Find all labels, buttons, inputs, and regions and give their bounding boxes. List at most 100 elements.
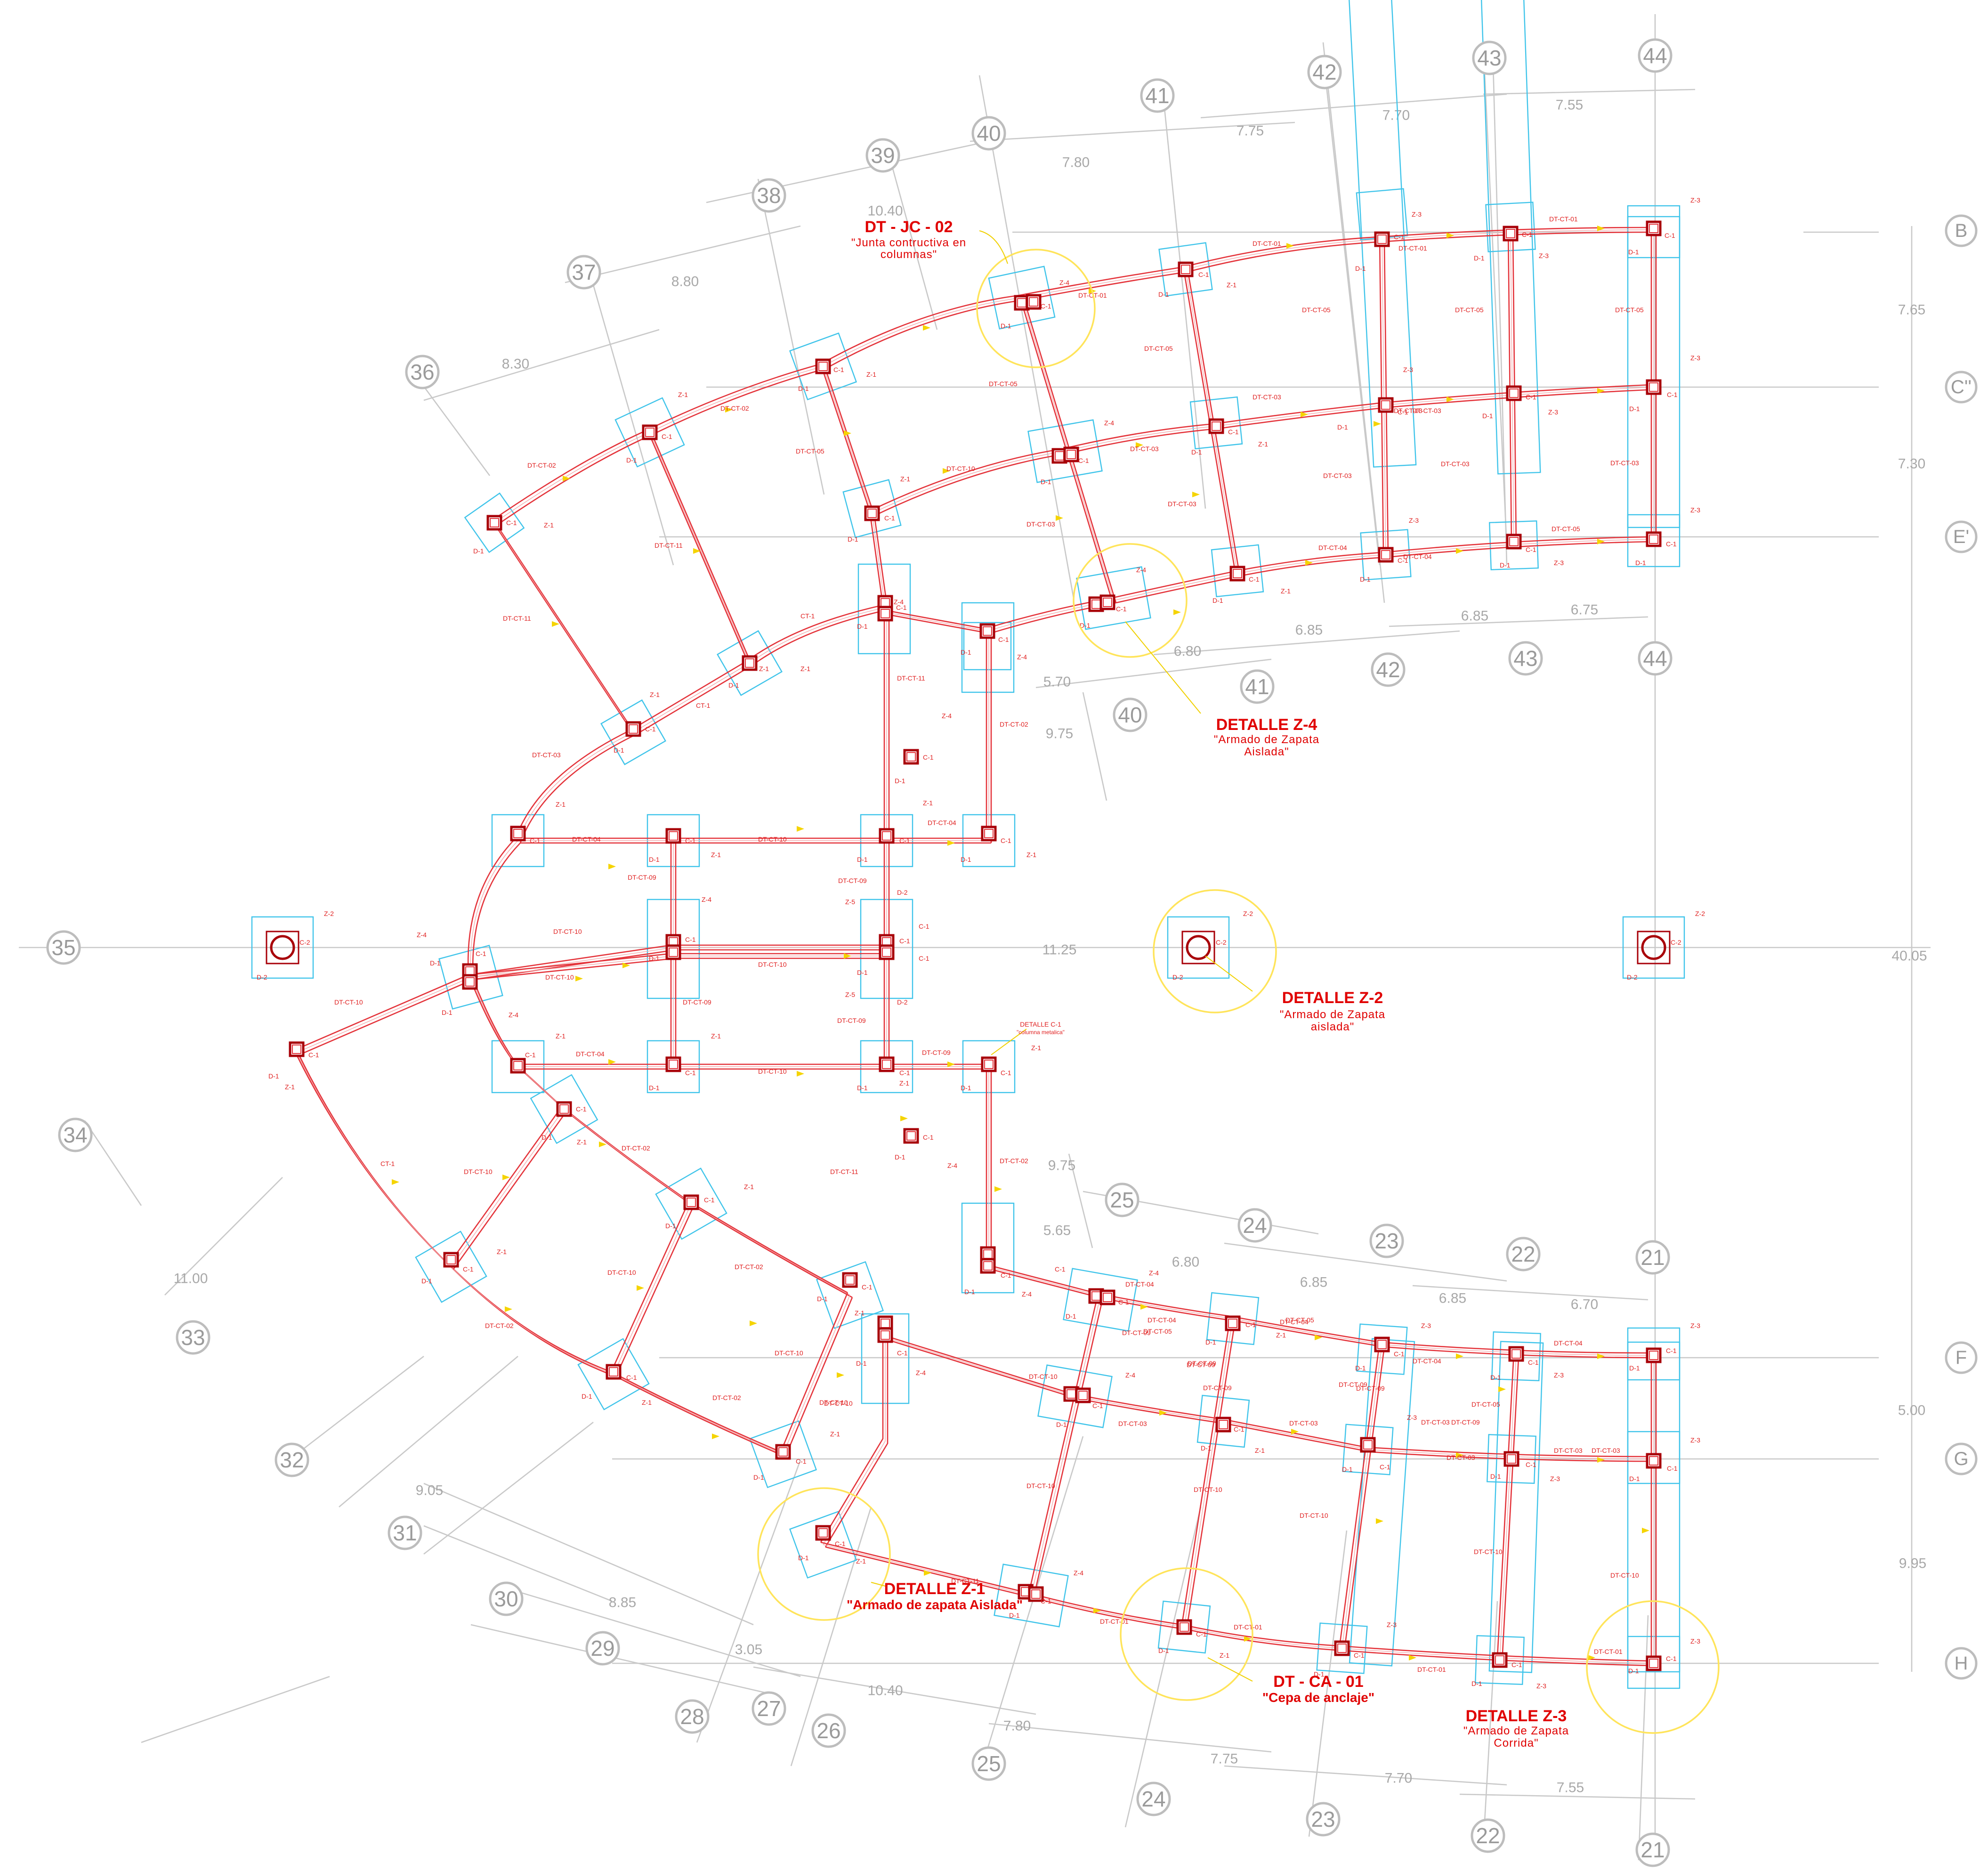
element-tag: Z-1 xyxy=(855,1309,865,1317)
column-core xyxy=(490,518,499,527)
detail-callout-circle xyxy=(1586,1600,1720,1734)
element-tag: C-1 xyxy=(308,1051,319,1059)
section-arrow xyxy=(1374,421,1381,427)
grid-line xyxy=(1200,93,1507,119)
detail-callout-circle xyxy=(757,1487,891,1621)
footing-outline xyxy=(749,1420,817,1489)
column-core xyxy=(1181,265,1190,274)
element-tag: D-1 xyxy=(895,1153,905,1161)
element-tag: D-1 xyxy=(857,1084,868,1092)
detail-z3-line2: Corrida" xyxy=(1494,1737,1538,1750)
grid-line xyxy=(1492,47,1508,566)
grid-line xyxy=(1482,42,1508,547)
element-tag: C-1 xyxy=(1667,1465,1678,1472)
beam-tag: DT-CT-05 xyxy=(1144,345,1173,352)
column-core xyxy=(1649,224,1658,233)
element-tag: Z-1 xyxy=(830,1430,840,1438)
beam-tag: DT-CT-04 xyxy=(572,835,601,843)
footing-outline xyxy=(1622,916,1685,979)
element-tag: C-1 xyxy=(525,1051,536,1059)
grid-bubble-label: E' xyxy=(1953,526,1969,547)
beam-tag: DT-CT-02 xyxy=(720,405,749,412)
beam-tag: DT-CT-03 xyxy=(1394,407,1422,414)
grid-line xyxy=(1224,1765,1507,1786)
tie-beam-edge xyxy=(874,389,1657,517)
element-tag: Z-3 xyxy=(1407,1414,1417,1421)
grid-bubble-ring xyxy=(1945,520,1978,553)
tie-beam-edge xyxy=(453,1111,567,1270)
grid-bubble-label: 41 xyxy=(1245,674,1269,699)
dimension-label: 5.70 xyxy=(1043,674,1071,690)
element-tag: C-1 xyxy=(1511,1661,1522,1669)
element-tag: Z-4 xyxy=(1149,1269,1159,1277)
footing-outline xyxy=(963,622,1012,671)
section-arrow xyxy=(1597,226,1605,231)
element-tag: D-1 xyxy=(1471,1680,1482,1687)
element-tag: Z-1 xyxy=(497,1248,507,1255)
column-core xyxy=(881,1330,890,1340)
element-tag: C-1 xyxy=(1001,1069,1011,1077)
grid-line xyxy=(339,1356,518,1507)
grid-line xyxy=(164,1177,283,1296)
grid-line xyxy=(978,75,1075,599)
detail-callout-circle xyxy=(1120,1567,1253,1701)
element-tag: Z-3 xyxy=(1690,196,1700,204)
element-tag: Z-3 xyxy=(1690,354,1700,362)
beam-tag: DT-CT-05 xyxy=(1471,1401,1500,1408)
element-tag: D-1 xyxy=(1342,1466,1353,1473)
element-tag: C-1 xyxy=(1249,575,1260,583)
element-tag: D-1 xyxy=(857,969,868,976)
element-tag: D-1 xyxy=(1337,423,1348,431)
beam-tag: DT-CT-11 xyxy=(830,1168,858,1175)
grid-bubble-label: F xyxy=(1956,1347,1967,1368)
element-tag: C-1 xyxy=(1666,1655,1677,1662)
element-tag: Z-4 xyxy=(702,896,711,903)
column-core xyxy=(1377,235,1387,244)
section-arrow xyxy=(1315,1335,1322,1340)
detail-c1-title: DETALLE C-1 xyxy=(1020,1021,1061,1028)
element-tag: Z-1 xyxy=(678,391,688,398)
element-tag: Z-3 xyxy=(1548,408,1558,416)
beam-tag: DT-CT-09 xyxy=(628,874,656,881)
detail-callout-circle xyxy=(1073,543,1188,658)
grid-bubble-ring xyxy=(1638,641,1673,676)
tie-beam-edge xyxy=(1507,227,1512,543)
footing-outline xyxy=(1063,1268,1138,1332)
footing-outline xyxy=(577,1338,650,1410)
column-core xyxy=(1219,1420,1228,1429)
element-tag: D-1 xyxy=(1212,597,1223,604)
section-arrow xyxy=(1056,515,1063,521)
column-core xyxy=(983,1261,993,1271)
grid-line xyxy=(753,1666,1036,1715)
beam-tag: DT-CT-02 xyxy=(527,462,556,469)
grid-bubble-label: 42 xyxy=(1312,60,1336,84)
element-tag: D-1 xyxy=(268,1072,279,1080)
tie-beam-core xyxy=(649,432,750,664)
column-core xyxy=(513,829,523,838)
section-arrow xyxy=(1597,1353,1605,1359)
element-tag: C-1 xyxy=(1118,1298,1129,1306)
element-tag: D-1 xyxy=(1158,1647,1169,1654)
tie-beam-edge xyxy=(610,1201,690,1372)
dimension-label: 40.05 xyxy=(1891,948,1927,964)
column-core xyxy=(292,1045,301,1054)
column-core xyxy=(1509,389,1519,398)
detail-z2: DETALLE Z-2 "Armado de Zapata aislada" xyxy=(1280,989,1385,1033)
footings xyxy=(251,0,1685,1689)
column-core xyxy=(609,1367,618,1377)
element-tag: C-1 xyxy=(919,923,929,930)
section-arrow xyxy=(797,1071,804,1077)
beam-tag: DT-CT-02 xyxy=(622,1144,650,1152)
beam-tag: DT-CT-04 xyxy=(1148,1316,1176,1324)
element-tag: D-1 xyxy=(1360,575,1371,583)
element-tag: Z-1 xyxy=(650,691,660,698)
beam-tag: DT-CT-04 xyxy=(1413,1357,1441,1365)
tie-beam-edge xyxy=(472,979,853,1298)
section-arrow xyxy=(1456,1452,1463,1458)
section-arrow xyxy=(563,476,570,481)
grid-line xyxy=(1082,692,1107,801)
element-tag: C-1 xyxy=(1198,271,1209,278)
dimension-label: 9.05 xyxy=(416,1483,443,1498)
tie-beam-core xyxy=(1499,1355,1517,1660)
grid-bubble-label: 22 xyxy=(1476,1823,1500,1848)
